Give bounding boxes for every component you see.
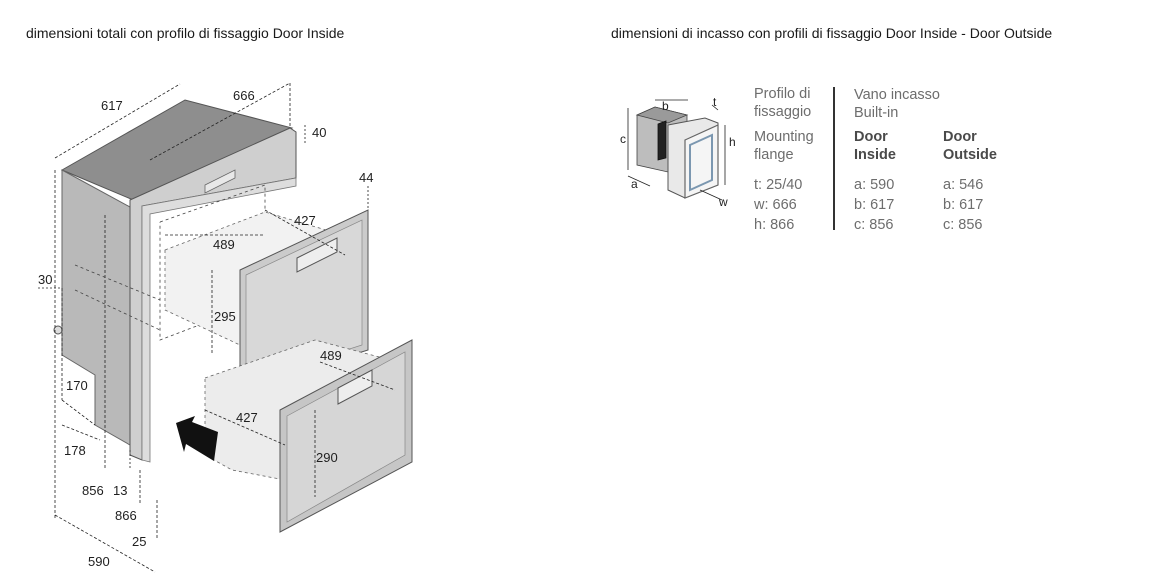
right-caption: dimensioni di incasso con profili di fis… [611, 25, 1053, 41]
door-inside-header: Door Inside [854, 129, 896, 163]
label-489-upper: 489 [213, 237, 235, 252]
label-489-lower: 489 [320, 348, 342, 363]
mini-label-a: a [631, 177, 638, 191]
label-44: 44 [359, 170, 373, 185]
frame-inner-edge [141, 177, 297, 463]
label-178: 178 [64, 443, 86, 458]
mini-label-h: h [729, 135, 736, 149]
profile-header: Profilo di fissaggio [754, 86, 812, 120]
label-40: 40 [312, 125, 326, 140]
label-427-lower: 427 [236, 410, 258, 425]
label-617: 617 [101, 98, 123, 113]
label-590: 590 [88, 554, 110, 569]
cabinet-top [60, 99, 294, 208]
control-strip [204, 169, 236, 194]
mini-label-t: t [713, 95, 717, 109]
label-30: 30 [38, 272, 52, 287]
mini-label-w: w [718, 195, 728, 209]
label-13: 13 [113, 483, 127, 498]
label-856: 856 [82, 483, 104, 498]
label-290: 290 [316, 450, 338, 465]
builtin-header: Vano incasso Built-in [854, 87, 940, 121]
label-170: 170 [66, 378, 88, 393]
left-caption: dimensioni totali con profilo di fissagg… [26, 25, 345, 41]
door-inside-values: a: 590 b: 617 c: 856 [854, 177, 895, 233]
table-divider [833, 87, 835, 230]
upper-drawer-panel [245, 219, 363, 383]
label-25: 25 [132, 534, 146, 549]
door-outside-header: Door Outside [943, 129, 997, 163]
builtin-mini-diagram [627, 99, 726, 201]
cabinet-side [61, 169, 131, 446]
door-outside-values: a: 546 b: 617 c: 856 [943, 177, 984, 233]
label-295: 295 [214, 309, 236, 324]
interior-outline [159, 184, 266, 341]
profile-values: t: 25/40 w: 666 h: 866 [754, 177, 803, 233]
label-427-upper: 427 [294, 213, 316, 228]
label-866: 866 [115, 508, 137, 523]
dimension-lines [38, 82, 396, 573]
mini-label-c: c [620, 132, 626, 146]
upper-drawer-handle [296, 237, 338, 273]
mounting-header: Mounting flange [754, 129, 814, 163]
label-666: 666 [233, 88, 255, 103]
mini-label-b: b [662, 99, 669, 113]
insertion-arrow-icon [176, 416, 218, 461]
